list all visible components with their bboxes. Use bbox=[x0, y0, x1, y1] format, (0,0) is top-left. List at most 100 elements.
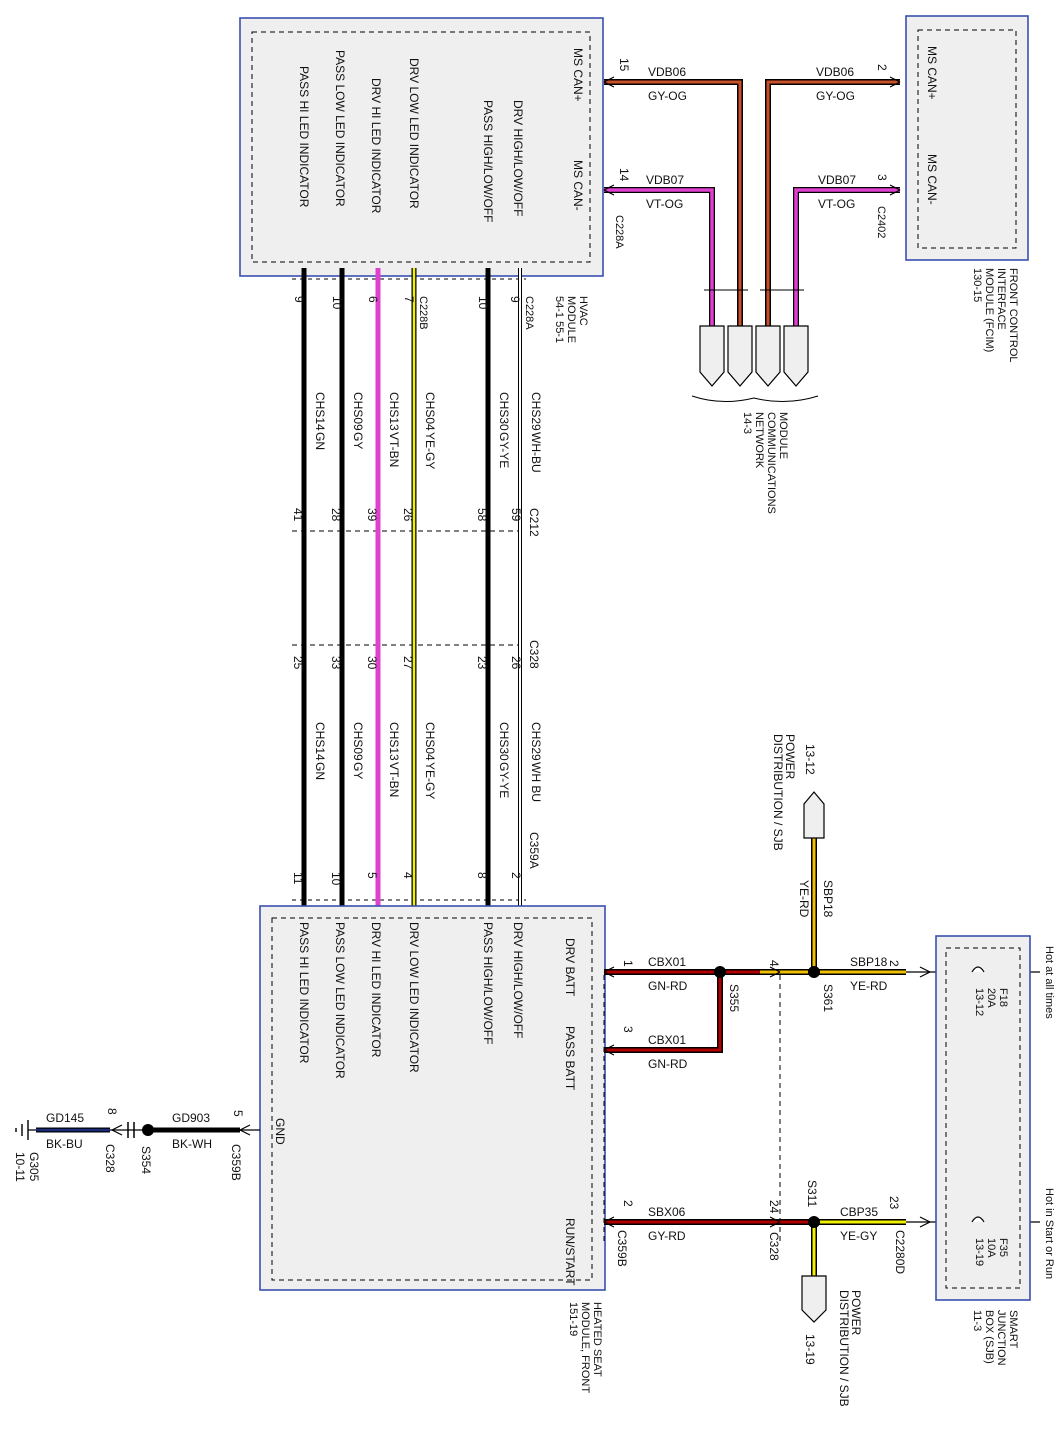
hvac-pin-num-3: 7 bbox=[402, 296, 416, 303]
circuit-upper-1: CHS29 bbox=[529, 392, 543, 431]
gd903-circuit: GD903 bbox=[172, 1111, 210, 1125]
gd903-conn: C359B bbox=[229, 1144, 243, 1181]
circuit-upper-5: CHS09 bbox=[351, 392, 365, 431]
cbp35-color: YE-GY bbox=[840, 1229, 877, 1243]
connector-c228a-side: C228A bbox=[613, 215, 625, 249]
hsm-pin-drv-high-low-off: DRV HIGH/LOW/OFF bbox=[511, 922, 525, 1038]
cbx01-b-circuit: CBX01 bbox=[648, 1033, 686, 1047]
hsm-pin-run-start: RUN/START bbox=[563, 1218, 577, 1286]
hvac-pin-num-6: 9 bbox=[292, 296, 306, 303]
cbx01-b-pin: 3 bbox=[621, 1026, 635, 1033]
can-color-gy-og-left: GY-OG bbox=[648, 89, 687, 103]
can-pin-2: 2 bbox=[875, 64, 889, 71]
cbp35-pin: 23 bbox=[887, 1196, 901, 1210]
color-lower-4: VT-BN bbox=[387, 762, 401, 797]
hvac-pin-num-1: 9 bbox=[508, 296, 522, 303]
hsm-name-3: 151-19 bbox=[567, 1302, 579, 1336]
sbx06-color: GY-RD bbox=[648, 1229, 686, 1243]
f18-label-3: 13-12 bbox=[973, 988, 985, 1016]
circuit-upper-6: CHS14 bbox=[313, 392, 327, 431]
fcim-pin-ms-can-minus: MS CAN- bbox=[925, 154, 939, 205]
f18-label-2: 20A bbox=[985, 988, 997, 1008]
mcn-name-3: NETWORK bbox=[753, 412, 765, 469]
ground-circuit: 5 GD903 BK-WH C359B S354 8 GD145 BK-BU C… bbox=[13, 1108, 260, 1182]
hsm-pin-pass-hi-led: PASS HI LED INDICATOR bbox=[297, 922, 311, 1064]
hvac-pin-ms-can-plus: MS CAN+ bbox=[571, 48, 585, 102]
c328-label: C328 bbox=[527, 640, 541, 669]
s361-label: S361 bbox=[821, 984, 835, 1012]
hvac-name-3: 54-1 55-1 bbox=[553, 296, 565, 343]
power-labels: 13-12 POWER DISTRIBUTION / SJB SBP18 YE-… bbox=[615, 734, 907, 1407]
hsm-pin-3: 4 bbox=[401, 872, 415, 879]
fcim-pin-ms-can-plus: MS CAN+ bbox=[925, 46, 939, 100]
g305-label-2: 10-11 bbox=[13, 1152, 27, 1182]
circuit-upper-2: CHS30 bbox=[497, 392, 511, 431]
connector-c228a: C228A bbox=[523, 296, 535, 330]
hvac-pin-drv-low-led: DRV LOW LED INDICATOR bbox=[407, 58, 421, 209]
pd-bottom-ref: 13-19 bbox=[803, 1334, 817, 1365]
pin-4-label: 4 bbox=[767, 960, 781, 967]
hvac-pin-drv-hi-led: DRV HI LED INDICATOR bbox=[369, 78, 383, 214]
gd903-color: BK-WH bbox=[172, 1137, 212, 1151]
cbp35-circuit: CBP35 bbox=[840, 1205, 878, 1219]
fcim-module: MS CAN+ MS CAN- C2402 FRONT CONTROL INTE… bbox=[875, 15, 1029, 363]
hvac-pin-pass-high-low-off: PASS HIGH/LOW/OFF bbox=[481, 100, 495, 222]
power-wires bbox=[603, 791, 1040, 1323]
can-wire-labels: 15 VDB06 GY-OG 2 VDB06 GY-OG 14 VDB07 VT… bbox=[617, 58, 889, 211]
circuit-lower-4: CHS13 bbox=[387, 722, 401, 761]
sbp18-pin: 2 bbox=[887, 960, 901, 967]
pd-top-ref: 13-12 bbox=[803, 744, 817, 775]
can-pin-15: 15 bbox=[617, 58, 631, 72]
color-lower-6: GN bbox=[313, 762, 327, 780]
hsm-pin-5: 10 bbox=[329, 872, 343, 886]
gd903-pin: 5 bbox=[231, 1110, 245, 1117]
sjb-name-2: JUNCTION bbox=[995, 1310, 1007, 1366]
sbx06-pin: 2 bbox=[621, 1200, 635, 1207]
hot-in-start-or-run: Hot in Start or Run bbox=[1043, 1188, 1055, 1279]
f35-label-3: 13-19 bbox=[973, 1238, 985, 1266]
sbx06-conn: C359B bbox=[615, 1230, 629, 1267]
c328-pin-3: 27 bbox=[401, 656, 415, 670]
hvac-pin-num-4: 6 bbox=[366, 296, 380, 303]
c328-pin-5: 33 bbox=[329, 656, 343, 670]
c212-pin-2: 58 bbox=[475, 508, 489, 522]
hvac-pin-pass-low-led: PASS LOW LED INDICATOR bbox=[333, 50, 347, 207]
hsm-pin-drv-low-led: DRV LOW LED INDICATOR bbox=[407, 922, 421, 1073]
can-color-gy-og-right: GY-OG bbox=[816, 89, 855, 103]
hvac-pin-num-5: 10 bbox=[330, 296, 344, 310]
pd-bottom-line-1: POWER bbox=[849, 1290, 863, 1336]
c212-label: C212 bbox=[527, 508, 541, 537]
can-pin-3: 3 bbox=[875, 174, 889, 181]
c212-pin-3: 26 bbox=[401, 508, 415, 522]
cbp35-conn: C2280D bbox=[893, 1230, 907, 1274]
color-upper-5: GY bbox=[351, 432, 365, 449]
hsm-pin-pass-low-led: PASS LOW LED INDICATOR bbox=[333, 922, 347, 1079]
color-lower-3: YE-GY bbox=[423, 762, 437, 799]
sbp18-color: YE-RD bbox=[850, 979, 888, 993]
harness-labels: 9 9 10 7 6 10 9 CHS29 WH-BU CHS30 GY-YE … bbox=[291, 296, 543, 886]
color-upper-1: WH-BU bbox=[529, 432, 543, 473]
fcim-name-3: MODULE (FCIM) bbox=[983, 268, 995, 352]
mcn-name-1: MODULE bbox=[777, 412, 789, 459]
hvac-pin-drv-high-low-off: DRV HIGH/LOW/OFF bbox=[511, 100, 525, 216]
hvac-module bbox=[239, 17, 604, 277]
sjb-name-3: BOX (SJB) bbox=[983, 1310, 995, 1364]
hvac-name-1: HVAC bbox=[577, 296, 589, 326]
can-wires bbox=[603, 76, 901, 326]
mcn-connectors: MODULE COMMUNICATIONS NETWORK 14-3 bbox=[691, 325, 819, 514]
connector-c228b: C228B bbox=[417, 296, 429, 330]
hsm-pin-4: 5 bbox=[365, 872, 379, 879]
c328-pin-4: 30 bbox=[365, 656, 379, 670]
cbx01-a-color: GN-RD bbox=[648, 979, 688, 993]
sbx06-circuit: SBX06 bbox=[648, 1205, 686, 1219]
hsm-pin-drv-hi-led: DRV HI LED INDICATOR bbox=[369, 922, 383, 1058]
fcim-name-2: INTERFACE bbox=[995, 268, 1007, 330]
pin-24-label: 24 bbox=[767, 1200, 781, 1214]
circuit-lower-6: CHS14 bbox=[313, 722, 327, 761]
c328-pin-2: 23 bbox=[475, 656, 489, 670]
c212-pin-6: 41 bbox=[291, 508, 305, 522]
s355-label: S355 bbox=[727, 984, 741, 1012]
pd-top-line-2: DISTRIBUTION / SJB bbox=[771, 734, 785, 851]
circuit-lower-2: CHS30 bbox=[497, 722, 511, 761]
